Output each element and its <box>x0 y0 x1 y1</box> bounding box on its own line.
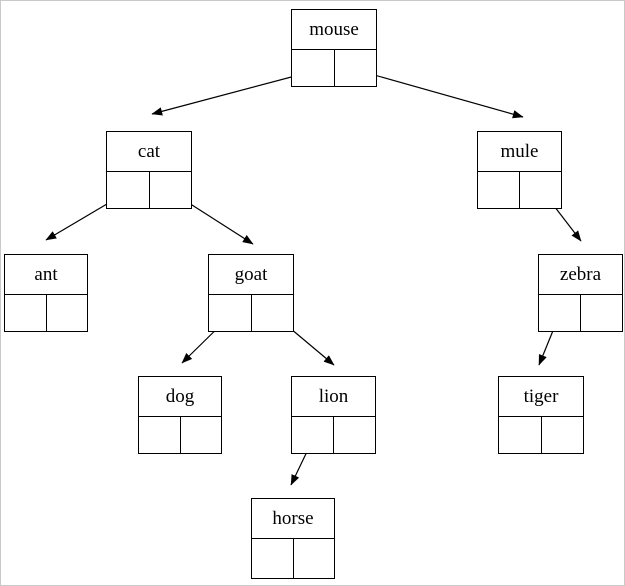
node-pointer-left-cat[interactable] <box>107 172 150 208</box>
tree-node-horse[interactable]: horse <box>251 498 335 579</box>
node-pointers-cat <box>107 172 191 208</box>
edge-mouse-cat <box>151 70 315 116</box>
node-pointer-right-mule[interactable] <box>520 172 561 208</box>
node-pointer-right-ant[interactable] <box>47 295 88 331</box>
node-pointer-left-horse[interactable] <box>252 539 294 578</box>
node-pointer-left-goat[interactable] <box>209 295 252 331</box>
node-pointer-right-horse[interactable] <box>294 539 335 578</box>
node-pointer-right-goat[interactable] <box>252 295 294 331</box>
node-label-tiger: tiger <box>499 377 583 417</box>
tree-node-mouse[interactable]: mouse <box>291 9 377 87</box>
node-pointers-horse <box>252 539 334 578</box>
node-label-zebra: zebra <box>539 255 622 295</box>
node-pointer-right-cat[interactable] <box>150 172 192 208</box>
node-label-cat: cat <box>107 132 191 172</box>
node-pointers-mule <box>478 172 561 208</box>
node-pointer-left-ant[interactable] <box>5 295 47 331</box>
tree-node-ant[interactable]: ant <box>4 254 88 332</box>
node-pointer-left-dog[interactable] <box>139 417 181 453</box>
node-pointer-left-zebra[interactable] <box>539 295 581 331</box>
tree-node-cat[interactable]: cat <box>106 131 192 209</box>
node-pointer-right-dog[interactable] <box>181 417 222 453</box>
node-pointers-mouse <box>292 50 376 86</box>
node-pointer-right-lion[interactable] <box>334 417 375 453</box>
node-pointer-left-mouse[interactable] <box>292 50 335 86</box>
node-pointers-dog <box>139 417 221 453</box>
tree-node-mule[interactable]: mule <box>477 131 562 209</box>
node-label-ant: ant <box>5 255 87 295</box>
node-pointer-right-mouse[interactable] <box>335 50 377 86</box>
tree-node-lion[interactable]: lion <box>291 376 376 454</box>
node-pointers-tiger <box>499 417 583 453</box>
node-pointers-lion <box>292 417 375 453</box>
node-label-lion: lion <box>292 377 375 417</box>
tree-node-tiger[interactable]: tiger <box>498 376 584 454</box>
node-label-dog: dog <box>139 377 221 417</box>
node-label-horse: horse <box>252 499 334 539</box>
node-pointers-goat <box>209 295 293 331</box>
node-pointer-right-tiger[interactable] <box>542 417 584 453</box>
tree-node-goat[interactable]: goat <box>208 254 294 332</box>
node-label-goat: goat <box>209 255 293 295</box>
node-label-mule: mule <box>478 132 561 172</box>
node-pointers-ant <box>5 295 87 331</box>
node-pointer-left-lion[interactable] <box>292 417 334 453</box>
tree-node-zebra[interactable]: zebra <box>538 254 623 332</box>
node-pointer-right-zebra[interactable] <box>581 295 622 331</box>
node-pointer-left-mule[interactable] <box>478 172 520 208</box>
edge-mouse-mule <box>352 68 524 119</box>
node-pointers-zebra <box>539 295 622 331</box>
node-label-mouse: mouse <box>292 10 376 50</box>
tree-node-dog[interactable]: dog <box>138 376 222 454</box>
node-pointer-left-tiger[interactable] <box>499 417 542 453</box>
